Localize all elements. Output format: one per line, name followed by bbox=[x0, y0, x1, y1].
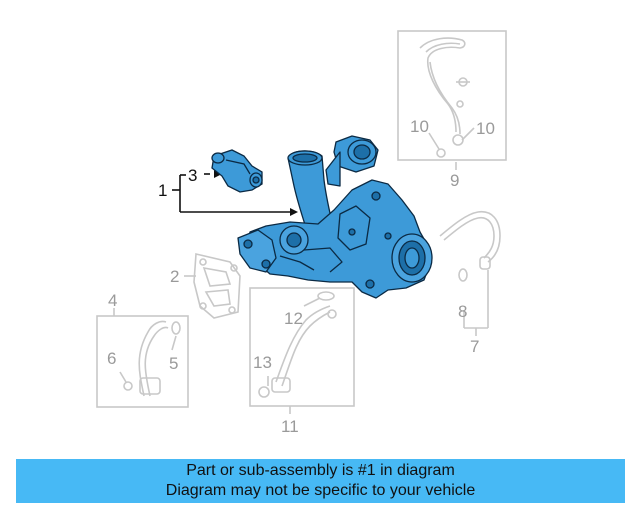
callout-6: 6 bbox=[107, 349, 116, 368]
group-4-pipe-assembly bbox=[96, 308, 189, 408]
sensor-part-3 bbox=[211, 149, 263, 193]
banner-line-1: Part or sub-assembly is #1 in diagram bbox=[186, 462, 455, 479]
callout-4: 4 bbox=[108, 291, 117, 310]
banner-line-2: Diagram may not be specific to your vehi… bbox=[165, 482, 476, 499]
callout-7: 7 bbox=[470, 337, 479, 356]
callout-10-right: 10 bbox=[476, 119, 495, 138]
turbocharger-part-1 bbox=[237, 135, 433, 299]
group-7-hose-assembly bbox=[439, 211, 501, 336]
group-11-pipe-assembly bbox=[249, 287, 355, 414]
callout-8: 8 bbox=[458, 302, 467, 321]
callout-3: 3 bbox=[188, 166, 197, 185]
callout-1: 1 bbox=[158, 181, 167, 200]
callout-13: 13 bbox=[253, 353, 272, 372]
info-banner: Part or sub-assembly is #1 in diagram Di… bbox=[16, 459, 625, 503]
arrow-to-turbo bbox=[290, 208, 298, 216]
callout-12: 12 bbox=[284, 309, 303, 328]
callout-5: 5 bbox=[169, 354, 178, 373]
callout-2: 2 bbox=[170, 267, 179, 286]
group-9-hose-assembly bbox=[397, 30, 507, 170]
leader-lines bbox=[172, 173, 296, 213]
callout-9: 9 bbox=[450, 171, 459, 190]
callout-10-left: 10 bbox=[410, 117, 429, 136]
group-2-gasket bbox=[184, 253, 241, 319]
callout-11: 11 bbox=[281, 417, 299, 436]
parts-diagram: 1 3 2 4 5 6 7 8 9 10 10 11 12 13 bbox=[96, 30, 507, 436]
